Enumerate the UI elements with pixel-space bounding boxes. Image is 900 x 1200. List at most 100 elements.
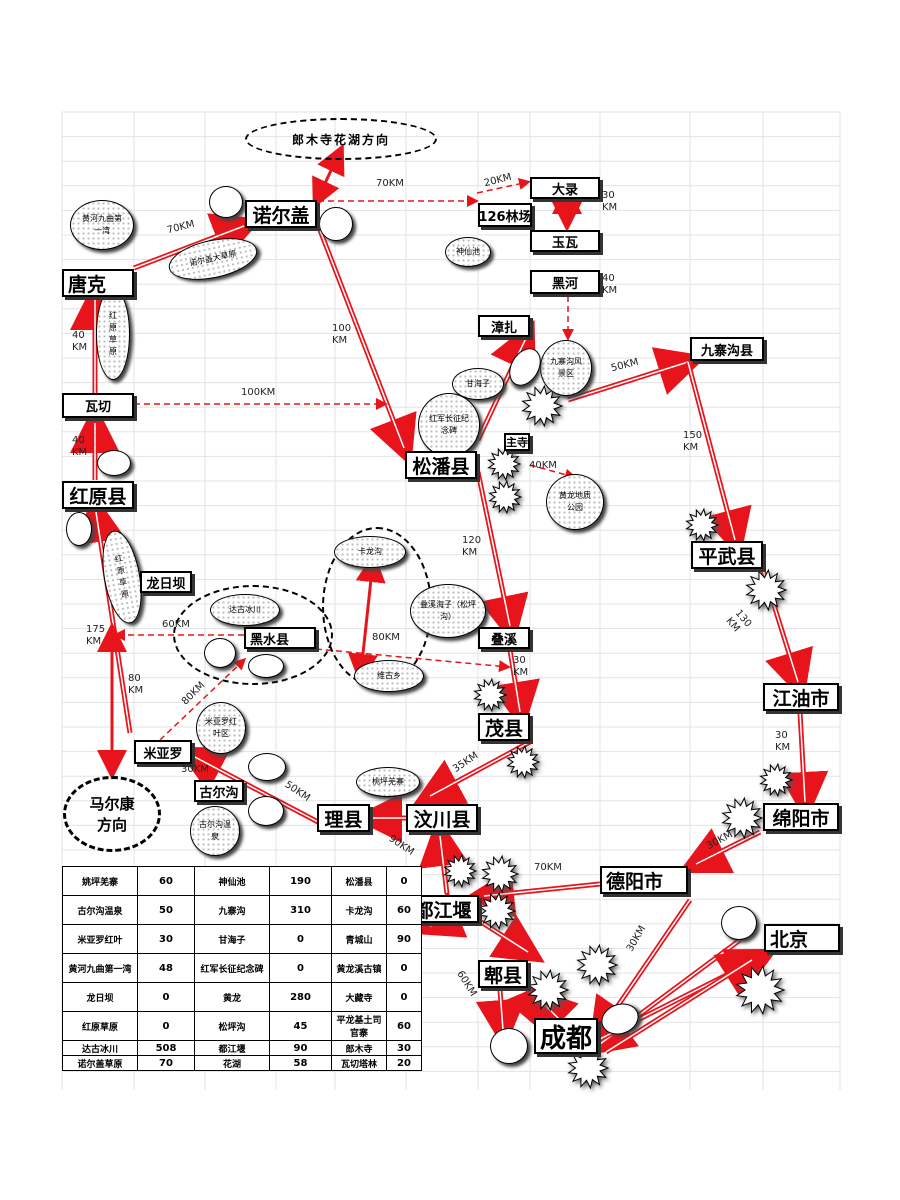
scenic-ganhaizi: 甘海子: [452, 368, 504, 400]
city-heihe-label: 黑河: [551, 276, 578, 292]
marker-ellipse: [248, 753, 286, 781]
city-miyaluo-label: 米亚罗: [143, 746, 183, 762]
table-cell: 米亚罗红叶: [62, 924, 138, 954]
table-cell: 20: [386, 1055, 422, 1071]
marker-ellipse: [204, 638, 236, 668]
marker-ellipse: [248, 654, 284, 678]
distance-label: 30 KM: [775, 730, 791, 753]
city-guergou[interactable]: 古尔沟: [194, 780, 244, 802]
table-cell: 0: [269, 924, 332, 954]
city-diexi[interactable]: 叠溪: [478, 627, 530, 649]
city-linchang126-label: 126林场: [478, 209, 532, 225]
city-jiangyou[interactable]: 江油市: [763, 683, 839, 711]
distance-label: 150 KM: [683, 430, 703, 453]
city-maoxian[interactable]: 茂县: [478, 713, 530, 741]
city-pingwu[interactable]: 平武县: [691, 541, 763, 569]
city-deyang-label: 德阳市: [606, 870, 664, 893]
scenic-hongjun-label: 红军长征纪念碑: [429, 414, 469, 435]
marker-ellipse: [66, 512, 92, 546]
city-yuwa[interactable]: 玉瓦: [530, 230, 600, 252]
table-cell: 45: [269, 1011, 332, 1041]
city-jiuzhaigou[interactable]: 九寨沟县: [690, 337, 764, 361]
scenic-jiuzhai-area: 九寨沟风景区: [540, 340, 592, 396]
maerkang-label-2: 方向: [96, 816, 127, 834]
table-cell: 郎木寺: [331, 1040, 387, 1056]
table-cell: 都江堰: [194, 1040, 270, 1056]
city-zhangzha[interactable]: 漳扎: [478, 315, 530, 337]
city-pixian-label: 郫县: [483, 964, 522, 987]
scenic-kalonggou-label: 卡龙沟: [358, 547, 382, 556]
table-cell: 310: [269, 895, 332, 925]
table-cell: 48: [137, 953, 195, 983]
scenic-guergou-hot-label: 古尔沟温泉: [199, 820, 231, 841]
starburst-marker: [745, 568, 788, 612]
city-yuwa-label: 玉瓦: [551, 235, 578, 251]
starburst-marker: [685, 507, 720, 543]
city-nuoergai-label: 诺尔盖: [252, 204, 310, 227]
table-cell: 0: [137, 982, 195, 1012]
scenic-hongyuan-grass-1: 红原草原: [96, 288, 130, 380]
city-heihe[interactable]: 黑河: [530, 270, 600, 294]
table-cell: 姚坪羌寨: [62, 866, 138, 896]
direction-oval-langmusi: 郎木寺花湖方向: [245, 118, 437, 160]
city-wenchuan-label: 汶川县: [413, 808, 471, 831]
scenic-hongjun: 红军长征纪念碑: [418, 393, 480, 457]
table-cell: 甘海子: [194, 924, 270, 954]
city-pixian[interactable]: 郫县: [478, 960, 528, 988]
table-cell: 青城山: [331, 924, 387, 954]
distance-label: 80 KM: [128, 673, 144, 696]
marker-ellipse: [490, 1028, 528, 1064]
city-longriba[interactable]: 龙日坝: [140, 571, 192, 593]
city-zhangzha-label: 漳扎: [490, 320, 517, 336]
table-cell: 0: [386, 982, 422, 1012]
table-cell: 0: [269, 953, 332, 983]
city-wakai[interactable]: 瓦切: [62, 393, 134, 418]
table-cell: 瓦切塔林: [331, 1055, 387, 1071]
table-cell: 黄龙: [194, 982, 270, 1012]
table-cell: 黄龙溪古镇: [331, 953, 387, 983]
city-songpan[interactable]: 松潘县: [405, 451, 477, 479]
scenic-huanglong: 黄龙地质公园: [546, 474, 604, 530]
scenic-shenxianchi-label: 神仙池: [456, 247, 480, 256]
table-cell: 大藏寺: [331, 982, 387, 1012]
city-dujiangyan-label: 都江堰: [414, 899, 472, 922]
city-tangke-label: 唐克: [68, 273, 107, 296]
city-miyaluo[interactable]: 米亚罗: [134, 740, 192, 764]
distance-label: 30 KM: [602, 190, 618, 213]
city-hongyuan[interactable]: 红原县: [62, 481, 134, 509]
table-cell: 神仙池: [194, 866, 270, 896]
scenic-huanglong-label: 黄龙地质公园: [559, 491, 591, 512]
distance-label: 40 KM: [602, 273, 618, 296]
direction-oval-maerkang: 马尔康 方向: [63, 776, 161, 852]
city-tangke[interactable]: 唐克: [62, 269, 134, 297]
table-cell: 58: [269, 1055, 332, 1071]
distance-label: 30KM: [181, 764, 209, 775]
city-wenchuan[interactable]: 汶川县: [406, 804, 478, 832]
city-diexi-label: 叠溪: [490, 632, 517, 648]
city-dalu[interactable]: 大录: [530, 177, 600, 199]
scenic-taoping: 桃坪羌寨: [356, 767, 420, 797]
city-mianyang[interactable]: 绵阳市: [763, 803, 839, 831]
table-cell: 190: [269, 866, 332, 896]
city-linchang126[interactable]: 126林场: [478, 203, 532, 227]
table-cell: 60: [386, 895, 422, 925]
marker-ellipse: [721, 906, 757, 940]
table-cell: 卡龙沟: [331, 895, 387, 925]
city-jiangyou-label: 江油市: [772, 687, 830, 710]
city-lixian[interactable]: 理县: [317, 804, 370, 832]
city-deyang[interactable]: 德阳市: [600, 866, 688, 894]
city-heishui[interactable]: 黑水县: [244, 627, 316, 649]
city-chengdu[interactable]: 成都: [534, 1018, 598, 1054]
city-longriba-label: 龙日坝: [146, 576, 186, 592]
table-cell: 30: [386, 1040, 422, 1056]
city-beijing[interactable]: 北京: [764, 924, 840, 952]
city-zhusi[interactable]: 主寺: [504, 433, 530, 451]
city-nuoergai[interactable]: 诺尔盖: [245, 200, 317, 228]
distance-label: 40KM: [529, 460, 557, 471]
